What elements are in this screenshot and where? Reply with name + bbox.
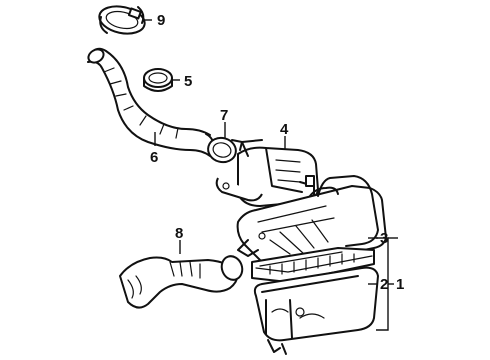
air-cleaner-case-part-1 [253,266,379,355]
air-filter-element-part-2 [251,247,375,283]
callout-8: 8 [175,225,183,242]
inlet-duct-part-8 [119,255,244,309]
callout-5: 5 [184,73,192,90]
callout-2: 2 [380,276,388,293]
callout-1: 1 [396,276,404,293]
callout-9: 9 [157,12,165,29]
callout-4: 4 [280,121,289,138]
callout-6: 6 [150,149,158,166]
band-clamp-part-5 [143,68,173,92]
callout-3: 3 [380,230,388,247]
air-flow-meter-part-4 [215,139,319,207]
callout-7: 7 [220,107,228,124]
leader-lines [144,19,398,331]
air-cleaner-cap-part-3 [236,175,387,268]
intake-hose-part-6 [87,47,215,157]
hose-clamp-part-9 [98,5,146,35]
